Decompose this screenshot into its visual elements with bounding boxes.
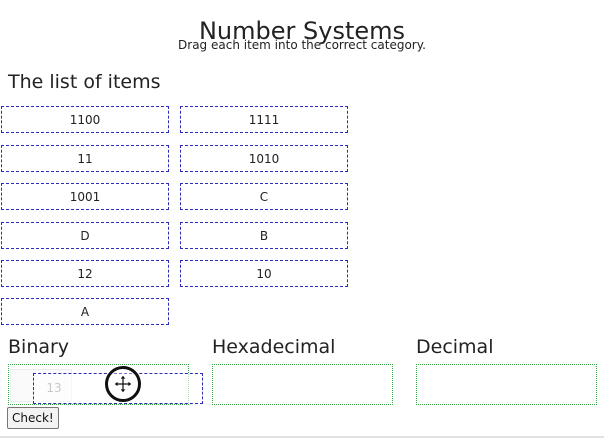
instruction-text: Drag each item into the correct category… (178, 38, 426, 52)
move-arrows-icon (105, 366, 141, 402)
drag-item[interactable]: 11 (1, 145, 169, 172)
drag-item[interactable]: A (1, 298, 169, 325)
item-list-heading: The list of items (8, 71, 161, 93)
drag-item[interactable]: B (180, 222, 348, 249)
drag-item[interactable]: 1100 (1, 106, 169, 133)
category-heading-hexadecimal: Hexadecimal (212, 336, 336, 358)
check-button[interactable]: Check! (7, 407, 59, 429)
drag-item[interactable]: 12 (1, 260, 169, 287)
drag-item[interactable]: 1001 (1, 183, 169, 210)
drop-zone-decimal[interactable] (416, 364, 597, 405)
drag-item[interactable]: 1111 (180, 106, 348, 133)
category-heading-decimal: Decimal (416, 336, 494, 358)
bottom-divider (0, 436, 604, 438)
drag-item[interactable]: C (180, 183, 348, 210)
page-title: Number Systems (198, 17, 406, 46)
drop-zone-hexadecimal[interactable] (212, 364, 393, 405)
move-arrows-glyph (113, 374, 133, 394)
drag-item[interactable]: D (1, 222, 169, 249)
dragged-item-label: 13 (46, 381, 62, 395)
drag-item[interactable]: 1010 (180, 145, 348, 172)
category-heading-binary: Binary (8, 336, 70, 358)
drag-item[interactable]: 10 (180, 260, 348, 287)
